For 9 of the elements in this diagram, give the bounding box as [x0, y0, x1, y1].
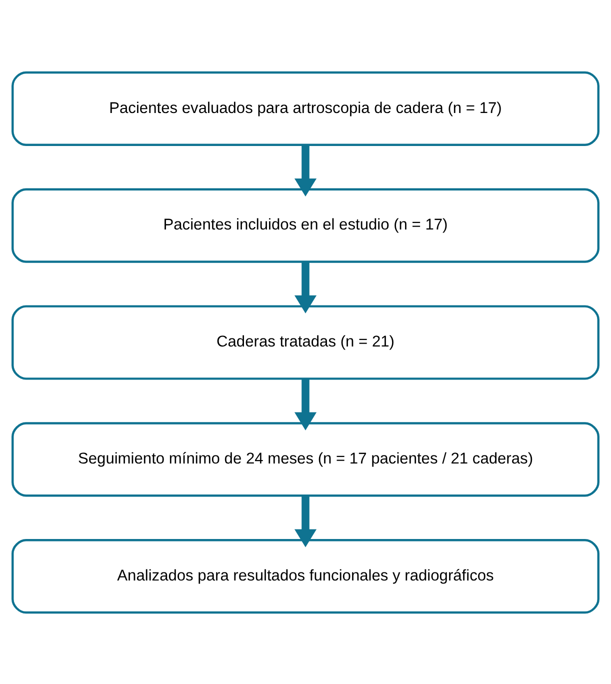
arrow	[294, 144, 317, 196]
node-box: Pacientes incluidos en el estudio (n = 17)	[12, 188, 600, 262]
node-box: Analizados para resultados funcionales y radiográficos	[12, 538, 600, 614]
node-box: Seguimiento mínimo de 24 meses (n = 17 pacientes / 21 caderas)	[12, 422, 600, 496]
node-box: Caderas tratadas (n = 21)	[12, 304, 600, 380]
arrow	[294, 495, 317, 547]
arrow	[294, 262, 317, 313]
arrow	[294, 378, 317, 430]
node-box: Pacientes evaluados para artroscopia de cadera (n = 17)	[12, 70, 600, 146]
